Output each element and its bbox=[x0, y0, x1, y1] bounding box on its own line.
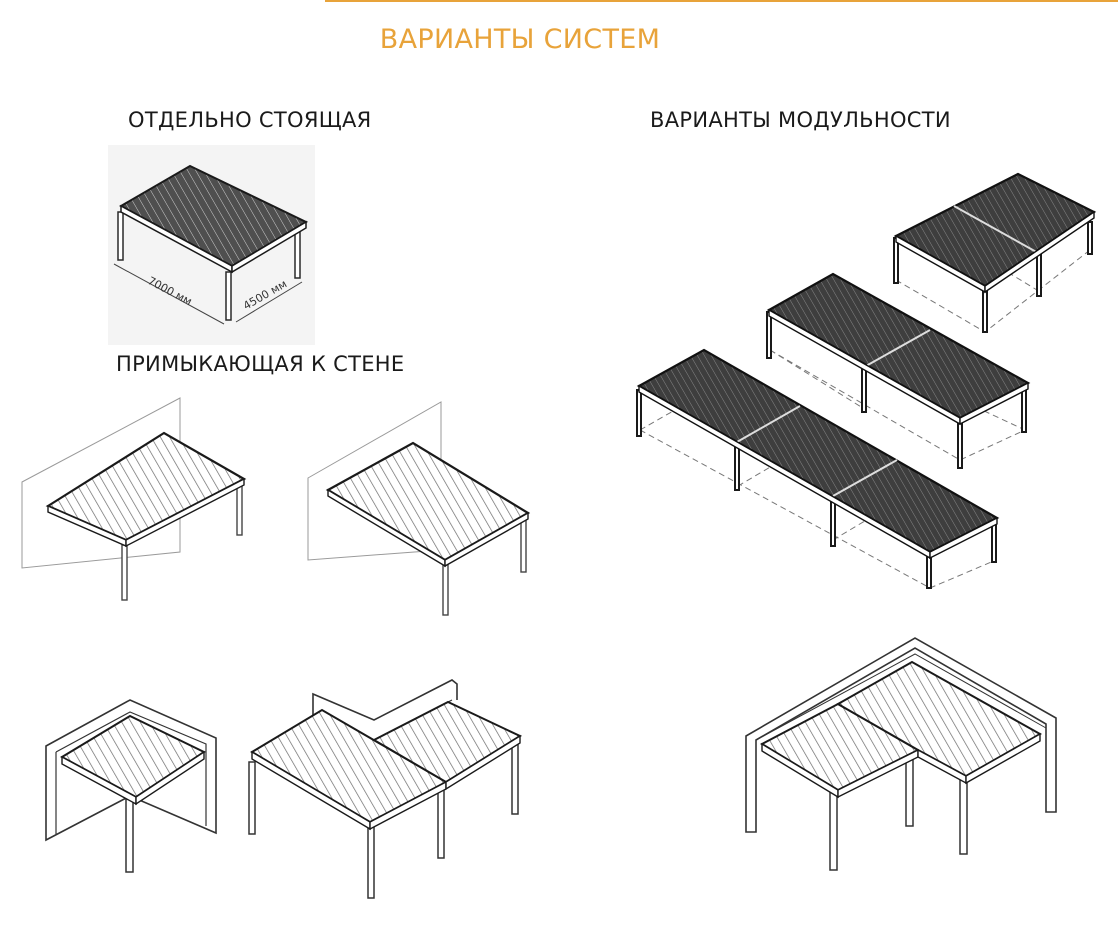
wall-mounted-pergola-1 bbox=[21, 397, 247, 601]
wall-mounted-pergola-2 bbox=[307, 401, 531, 616]
corner-walls-double bbox=[312, 679, 458, 721]
heading-free-standing: ОТДЕЛЬНО СТОЯЩАЯ bbox=[128, 108, 372, 132]
modularity-two-module bbox=[893, 172, 1097, 333]
heading-wall-mounted: ПРИМЫКАЮЩАЯ К СТЕНЕ bbox=[116, 352, 405, 376]
corner-pergola-small bbox=[45, 699, 217, 873]
modularity-three-module bbox=[636, 348, 1000, 589]
corner-pergola-l-shape bbox=[745, 637, 1057, 871]
free-standing-pergola: 7000 мм 4500 мм bbox=[108, 145, 315, 345]
corner-pergola-double bbox=[248, 679, 523, 899]
heading-modularity: ВАРИАНТЫ МОДУЛЬНОСТИ bbox=[650, 108, 951, 132]
page-title: ВАРИАНТЫ СИСТЕМ bbox=[379, 24, 661, 55]
dimension-line-width bbox=[235, 281, 303, 323]
dimension-line-length bbox=[113, 263, 225, 325]
top-accent-rule bbox=[325, 0, 1118, 2]
modularity-long-roof bbox=[766, 272, 1031, 420]
modularity-two-module-long bbox=[766, 272, 1031, 469]
l-shape-walls bbox=[745, 637, 1057, 833]
